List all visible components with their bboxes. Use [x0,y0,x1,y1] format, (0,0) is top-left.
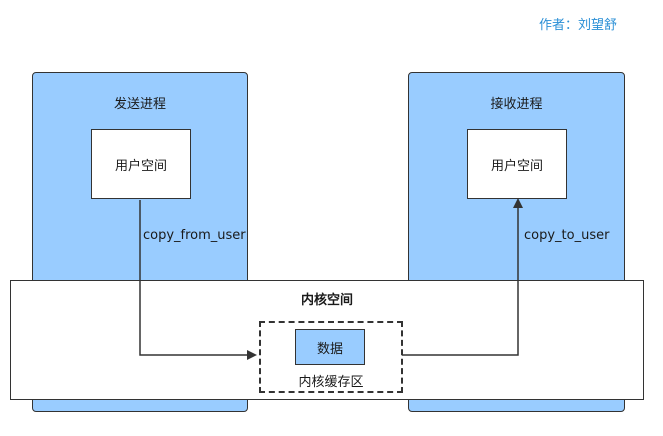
author-label: 作者：刘望舒 [538,18,617,33]
send-process-title: 发送进程 [113,97,166,112]
send-user-space-label: 用户空间 [114,158,167,174]
recv-user-space-box: 用户空间 [467,129,567,199]
data-box: 数据 [295,329,365,365]
kernel-space-title: 内核空间 [300,293,353,308]
send-user-space-box: 用户空间 [91,129,191,199]
copy-to-user-label: copy_to_user [524,228,610,243]
data-label: 数据 [316,341,343,357]
recv-user-space-label: 用户空间 [490,158,543,174]
kernel-buffer-label: 内核缓存区 [298,375,364,390]
kernel-space-box: 内核空间 数据 内核缓存区 [10,280,644,400]
kernel-buffer-box: 数据 内核缓存区 [259,321,403,393]
recv-process-title: 接收进程 [490,97,543,112]
copy-from-user-label: copy_from_user [143,228,246,243]
